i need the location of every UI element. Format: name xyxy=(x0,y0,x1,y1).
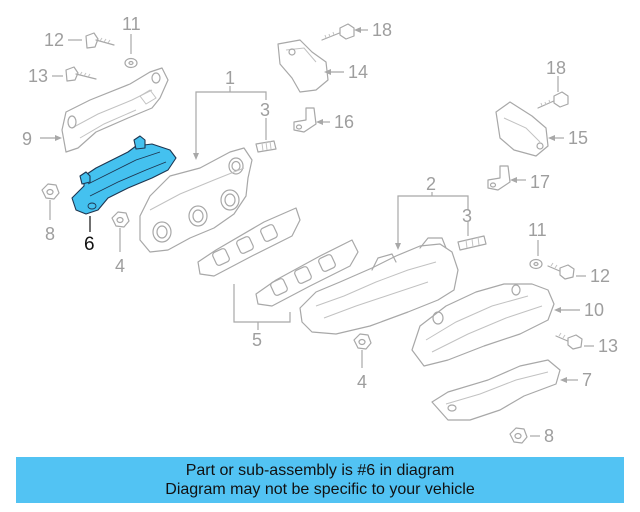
heat-shield-9[interactable] xyxy=(61,67,169,153)
bolt-18-right[interactable] xyxy=(537,91,569,109)
nut-4-left[interactable] xyxy=(111,211,130,228)
callout-18-right: 18 xyxy=(546,58,566,78)
callout-13-left: 13 xyxy=(28,66,48,86)
exhaust-manifold-2[interactable] xyxy=(299,237,459,335)
callout-9: 9 xyxy=(22,129,32,149)
heat-shield-15[interactable] xyxy=(495,101,549,157)
heat-shield-6-highlighted[interactable] xyxy=(71,135,177,215)
nut-8-left[interactable] xyxy=(41,183,60,200)
callout-13-right: 13 xyxy=(598,336,618,356)
banner-line-2: Diagram may not be specific to your vehi… xyxy=(165,481,475,498)
info-banner: Part or sub-assembly is #6 in diagram Di… xyxy=(16,457,624,503)
washer-11-left[interactable] xyxy=(124,57,138,69)
stud-3-lower[interactable] xyxy=(457,235,487,251)
bracket-16[interactable] xyxy=(293,107,317,133)
banner-line-1: Part or sub-assembly is #6 in diagram xyxy=(185,462,455,479)
bracket-17[interactable] xyxy=(487,165,511,191)
nut-8-right[interactable] xyxy=(509,427,528,444)
callout-3-lower: 3 xyxy=(462,206,472,226)
heat-shield-10[interactable] xyxy=(411,283,555,367)
bolt-13-left[interactable] xyxy=(65,66,97,82)
heat-shield-7[interactable] xyxy=(431,359,561,421)
bolt-18-center[interactable] xyxy=(321,23,355,41)
callout-18-center: 18 xyxy=(372,20,392,40)
callout-6: 6 xyxy=(84,234,95,255)
gasket-5-front[interactable] xyxy=(197,207,301,277)
callout-12-right: 12 xyxy=(590,266,610,286)
callout-3-upper: 3 xyxy=(260,100,270,120)
callout-8-right: 8 xyxy=(544,426,554,446)
callout-15: 15 xyxy=(568,128,588,148)
callout-4-center: 4 xyxy=(357,372,367,392)
bolt-12-left[interactable] xyxy=(85,32,115,49)
washer-11-right[interactable] xyxy=(529,258,543,270)
callout-2: 2 xyxy=(426,174,436,194)
callout-10: 10 xyxy=(584,300,604,320)
bracket-leader-2 xyxy=(397,195,469,246)
gasket-5-rear[interactable] xyxy=(255,239,359,307)
nut-4-center[interactable] xyxy=(353,333,372,350)
bracket-leader-5 xyxy=(233,284,291,323)
callout-5: 5 xyxy=(252,330,262,350)
bracket-14[interactable] xyxy=(277,39,329,93)
callout-7: 7 xyxy=(582,370,592,390)
callout-14: 14 xyxy=(348,62,368,82)
bolt-13-right[interactable] xyxy=(555,332,583,350)
callout-4-left: 4 xyxy=(115,256,125,276)
exhaust-manifold-1[interactable] xyxy=(139,147,253,253)
callout-1: 1 xyxy=(225,68,235,88)
callout-11-right: 11 xyxy=(528,220,547,240)
callout-16: 16 xyxy=(334,112,354,132)
callout-11-left: 11 xyxy=(122,14,141,34)
callout-8-left: 8 xyxy=(45,224,55,244)
stud-3-upper[interactable] xyxy=(255,140,277,153)
bracket-leader-1 xyxy=(195,91,267,156)
callout-17: 17 xyxy=(530,172,550,192)
bolt-12-right[interactable] xyxy=(547,262,575,280)
callout-12-left: 12 xyxy=(44,30,64,50)
